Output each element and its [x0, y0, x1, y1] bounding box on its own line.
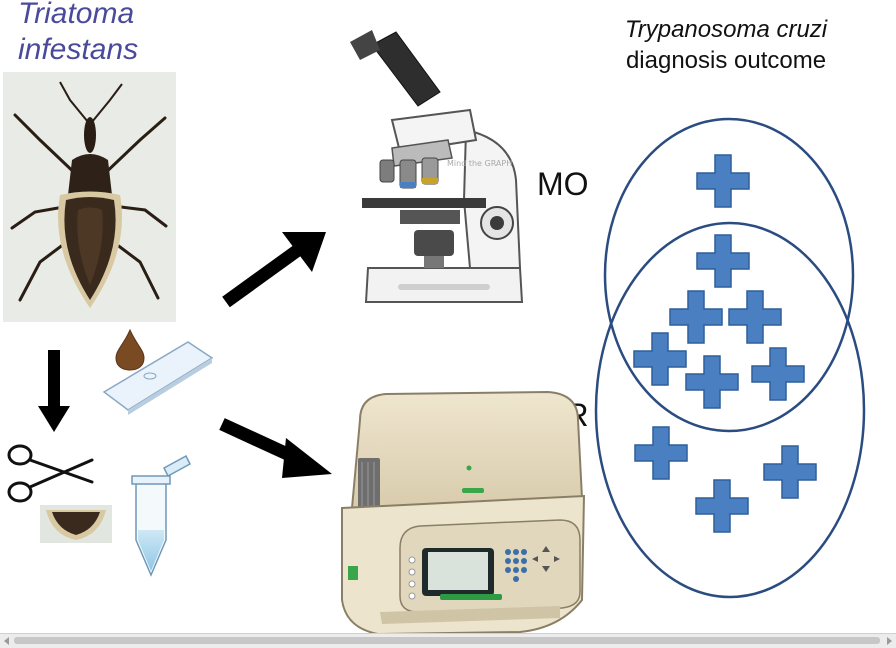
svg-text:Mind the GRAPH: Mind the GRAPH — [447, 159, 512, 168]
outcome-title: Trypanosoma cruzi diagnosis outcome — [596, 14, 856, 76]
blood-drop-icon — [115, 328, 145, 371]
scrollbar-thumb[interactable] — [14, 637, 880, 644]
plus-icon — [696, 154, 750, 208]
arrow-icon-to-pcr — [219, 418, 332, 478]
scissors-icon — [7, 444, 94, 503]
plus-icon — [763, 445, 817, 499]
outcome-title-organism: Trypanosoma cruzi — [624, 16, 828, 43]
scroll-right-arrow-icon[interactable] — [887, 637, 892, 645]
tube-icon — [131, 454, 191, 577]
abdomen-sample-image — [40, 505, 112, 543]
method-label-mo: MO — [537, 166, 589, 202]
plus-icon — [634, 426, 688, 480]
arrow-icon-to-microscope — [222, 232, 326, 308]
venn-diagram — [594, 117, 866, 599]
glass-slide-icon — [102, 341, 214, 415]
venn-set-pcr — [594, 221, 866, 599]
species-name-line1: Triatoma — [18, 0, 135, 30]
pcr-machine-icon: Mind the GRAPH — [341, 390, 586, 633]
plus-icon — [633, 332, 687, 386]
plus-icon — [695, 479, 749, 533]
species-name-line2: infestans — [18, 33, 139, 66]
plus-icon — [685, 355, 739, 409]
species-label: Triatoma infestans — [18, 0, 138, 68]
plus-icon — [728, 290, 782, 344]
microscope-icon: Mind the GRAPH — [350, 30, 524, 303]
scroll-left-arrow-icon[interactable] — [4, 637, 9, 645]
bug-image — [3, 72, 176, 322]
plus-icon — [669, 290, 723, 344]
venn-set-mo — [603, 117, 855, 433]
diagram-canvas: Mind the GRAPH Mind the GRAPH — [3, 30, 866, 633]
plus-icon — [751, 347, 805, 401]
plus-icon — [696, 234, 750, 288]
outcome-title-rest: diagnosis outcome — [625, 47, 827, 74]
arrow-icon-down — [38, 350, 70, 432]
horizontal-scrollbar[interactable] — [0, 633, 896, 648]
